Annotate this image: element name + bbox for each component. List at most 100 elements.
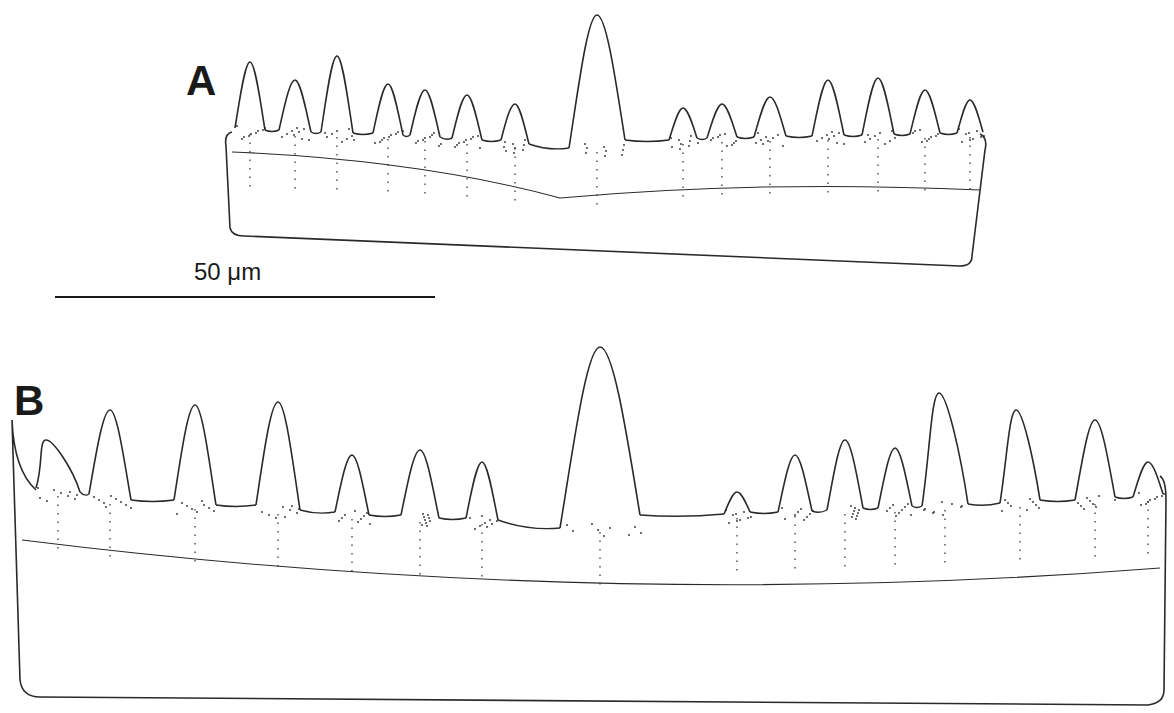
stipple-dot	[623, 144, 625, 146]
stipple-dot	[733, 142, 735, 144]
stipple-dot	[828, 138, 830, 140]
stipple-dot	[921, 141, 923, 143]
stipple-dot	[425, 522, 427, 524]
denticle	[410, 90, 440, 137]
stipple-dot	[755, 142, 757, 144]
stipple-dot	[1077, 502, 1079, 504]
stipple-dot	[1161, 495, 1163, 497]
stipple-dot	[130, 507, 132, 509]
stipple-dot	[344, 514, 346, 516]
stipple-dot	[843, 143, 845, 145]
stipple-line	[894, 512, 895, 568]
stipple-dot	[463, 141, 465, 143]
denticle	[669, 108, 697, 140]
stipple-line	[277, 514, 278, 570]
stipple-dot	[907, 503, 909, 505]
denticle	[235, 62, 265, 130]
stipple-dot	[505, 150, 507, 152]
stipple-dot	[354, 510, 356, 512]
stipple-dot	[341, 141, 343, 143]
stipple-dot	[731, 144, 733, 146]
stipple-dot	[886, 510, 888, 512]
stipple-line	[351, 519, 352, 575]
stipple-dot	[816, 140, 818, 142]
stipple-dot	[628, 534, 630, 536]
stipple-dot	[586, 147, 588, 149]
stipple-dot	[37, 487, 39, 489]
stipple-line	[294, 136, 295, 192]
stipple-dot	[689, 140, 691, 142]
stipple-dot	[1149, 499, 1151, 501]
stipple-line	[249, 134, 250, 190]
denticle	[1000, 410, 1040, 503]
stipple-dot	[965, 133, 967, 135]
stipple-dot	[336, 130, 338, 132]
denticle	[707, 104, 737, 138]
stipple-dot	[640, 532, 642, 534]
stipple-line	[481, 524, 482, 580]
stipple-dot	[338, 520, 340, 522]
stipple-dot	[105, 506, 107, 508]
stipple-dot	[597, 529, 599, 531]
denticle	[957, 100, 983, 133]
stipple-dot	[1010, 505, 1012, 507]
stipple-dot	[303, 128, 305, 130]
stipple-dot	[926, 140, 928, 142]
stipple-dot	[115, 498, 117, 500]
stipple-dot	[712, 137, 714, 139]
stipple-dot	[351, 135, 353, 137]
stipple-dot	[196, 511, 198, 513]
stipple-dot	[855, 518, 857, 520]
stipple-dot	[243, 136, 245, 138]
stipple-dot	[208, 507, 210, 509]
stipple-dot	[851, 516, 853, 518]
stipple-line	[794, 516, 795, 572]
stipple-dot	[760, 139, 762, 141]
stipple-dot	[422, 513, 424, 515]
stipple-dot	[431, 134, 433, 136]
stipple-dot	[566, 524, 568, 526]
stipple-line	[419, 522, 420, 578]
stipple-dot	[366, 512, 368, 514]
stipple-dot	[794, 514, 796, 516]
stipple-dot	[346, 138, 348, 140]
stipple-dot	[739, 519, 741, 521]
stipple-dot	[363, 515, 365, 517]
stipple-dot	[286, 133, 288, 135]
stipple-dot	[690, 135, 692, 137]
stipple-dot	[609, 527, 611, 529]
stipple-dot	[486, 526, 488, 528]
stipple-dot	[797, 511, 799, 513]
stipple-dot	[248, 135, 250, 137]
stipple-dot	[1038, 507, 1040, 509]
stipple-dot	[522, 149, 524, 151]
stipple-dot	[976, 130, 978, 132]
stipple-dot	[821, 137, 823, 139]
stipple-dot	[438, 145, 440, 147]
denticle	[321, 56, 353, 133]
plate-inner-line	[22, 540, 1160, 585]
stipple-line	[466, 144, 467, 200]
stipple-dot	[427, 514, 429, 516]
stipple-dot	[1140, 504, 1142, 506]
stipple-dot	[293, 134, 295, 136]
stipple-dot	[191, 508, 193, 510]
stipple-dot	[120, 501, 122, 503]
stipple-dot	[479, 525, 481, 527]
stipple-dot	[1145, 503, 1147, 505]
denticle	[89, 410, 131, 500]
panel-letter: B	[14, 380, 44, 422]
stipple-dot	[924, 508, 926, 510]
stipple-dot	[491, 523, 493, 525]
stipple-dot	[968, 132, 970, 134]
stipple-dot	[833, 135, 835, 137]
stipple-dot	[735, 140, 737, 142]
stipple-dot	[767, 140, 769, 142]
stipple-dot	[440, 143, 442, 145]
stipple-dot	[291, 130, 293, 132]
stipple-dot	[904, 506, 906, 508]
stipple-dot	[724, 133, 726, 135]
stipple-dot	[930, 136, 932, 138]
stipple-dot	[941, 501, 943, 503]
stipple-dot	[679, 148, 681, 150]
